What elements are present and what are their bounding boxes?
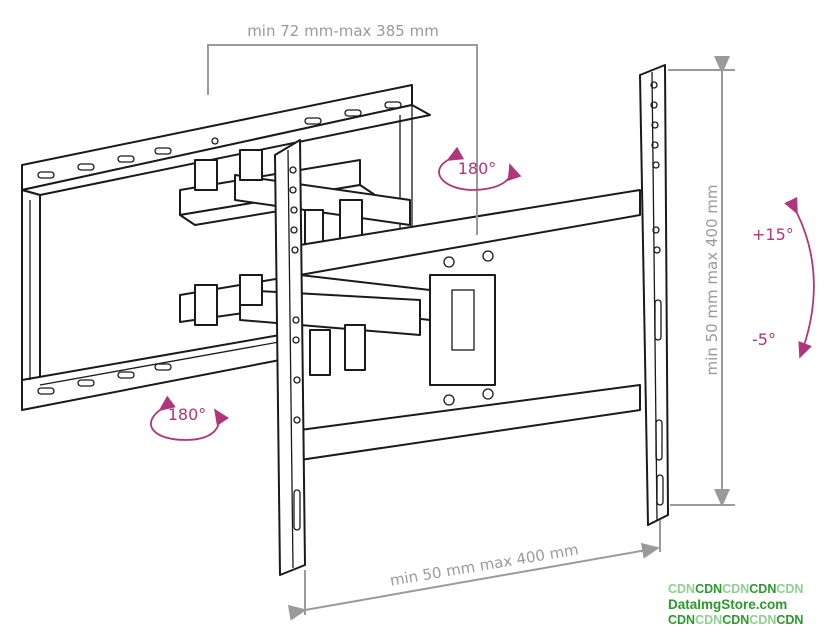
vesa-horizontal-label: min 50 mm max 400 mm: [389, 540, 580, 589]
watermark-line-2: DataImgStore.com: [668, 597, 788, 612]
dimension-arm-extension: min 72 mm-max 385 mm: [207, 22, 478, 235]
watermark-line-1: CDNCDNCDNCDNCDN: [668, 582, 804, 596]
dimension-vesa-horizontal: min 50 mm max 400 mm: [287, 520, 661, 621]
vesa-vertical-label: min 50 mm max 400 mm: [703, 185, 721, 376]
tilt-up-label: +15°: [752, 225, 794, 244]
watermark-line-3: CDNCDNCDNCDNCDN: [668, 613, 804, 627]
arm-extension-label: min 72 mm-max 385 mm: [247, 22, 439, 40]
tilt-indicator: +15° -5°: [752, 196, 815, 359]
swivel-bottom-label: 180°: [168, 405, 207, 424]
swivel-bottom-indicator: 180°: [150, 395, 229, 441]
swivel-top-label: 180°: [458, 159, 497, 178]
tilt-down-label: -5°: [752, 330, 776, 349]
swivel-top-indicator: 180°: [438, 146, 522, 191]
tv-bracket: [274, 64, 669, 576]
dimension-vesa-vertical: min 50 mm max 400 mm: [668, 56, 735, 507]
